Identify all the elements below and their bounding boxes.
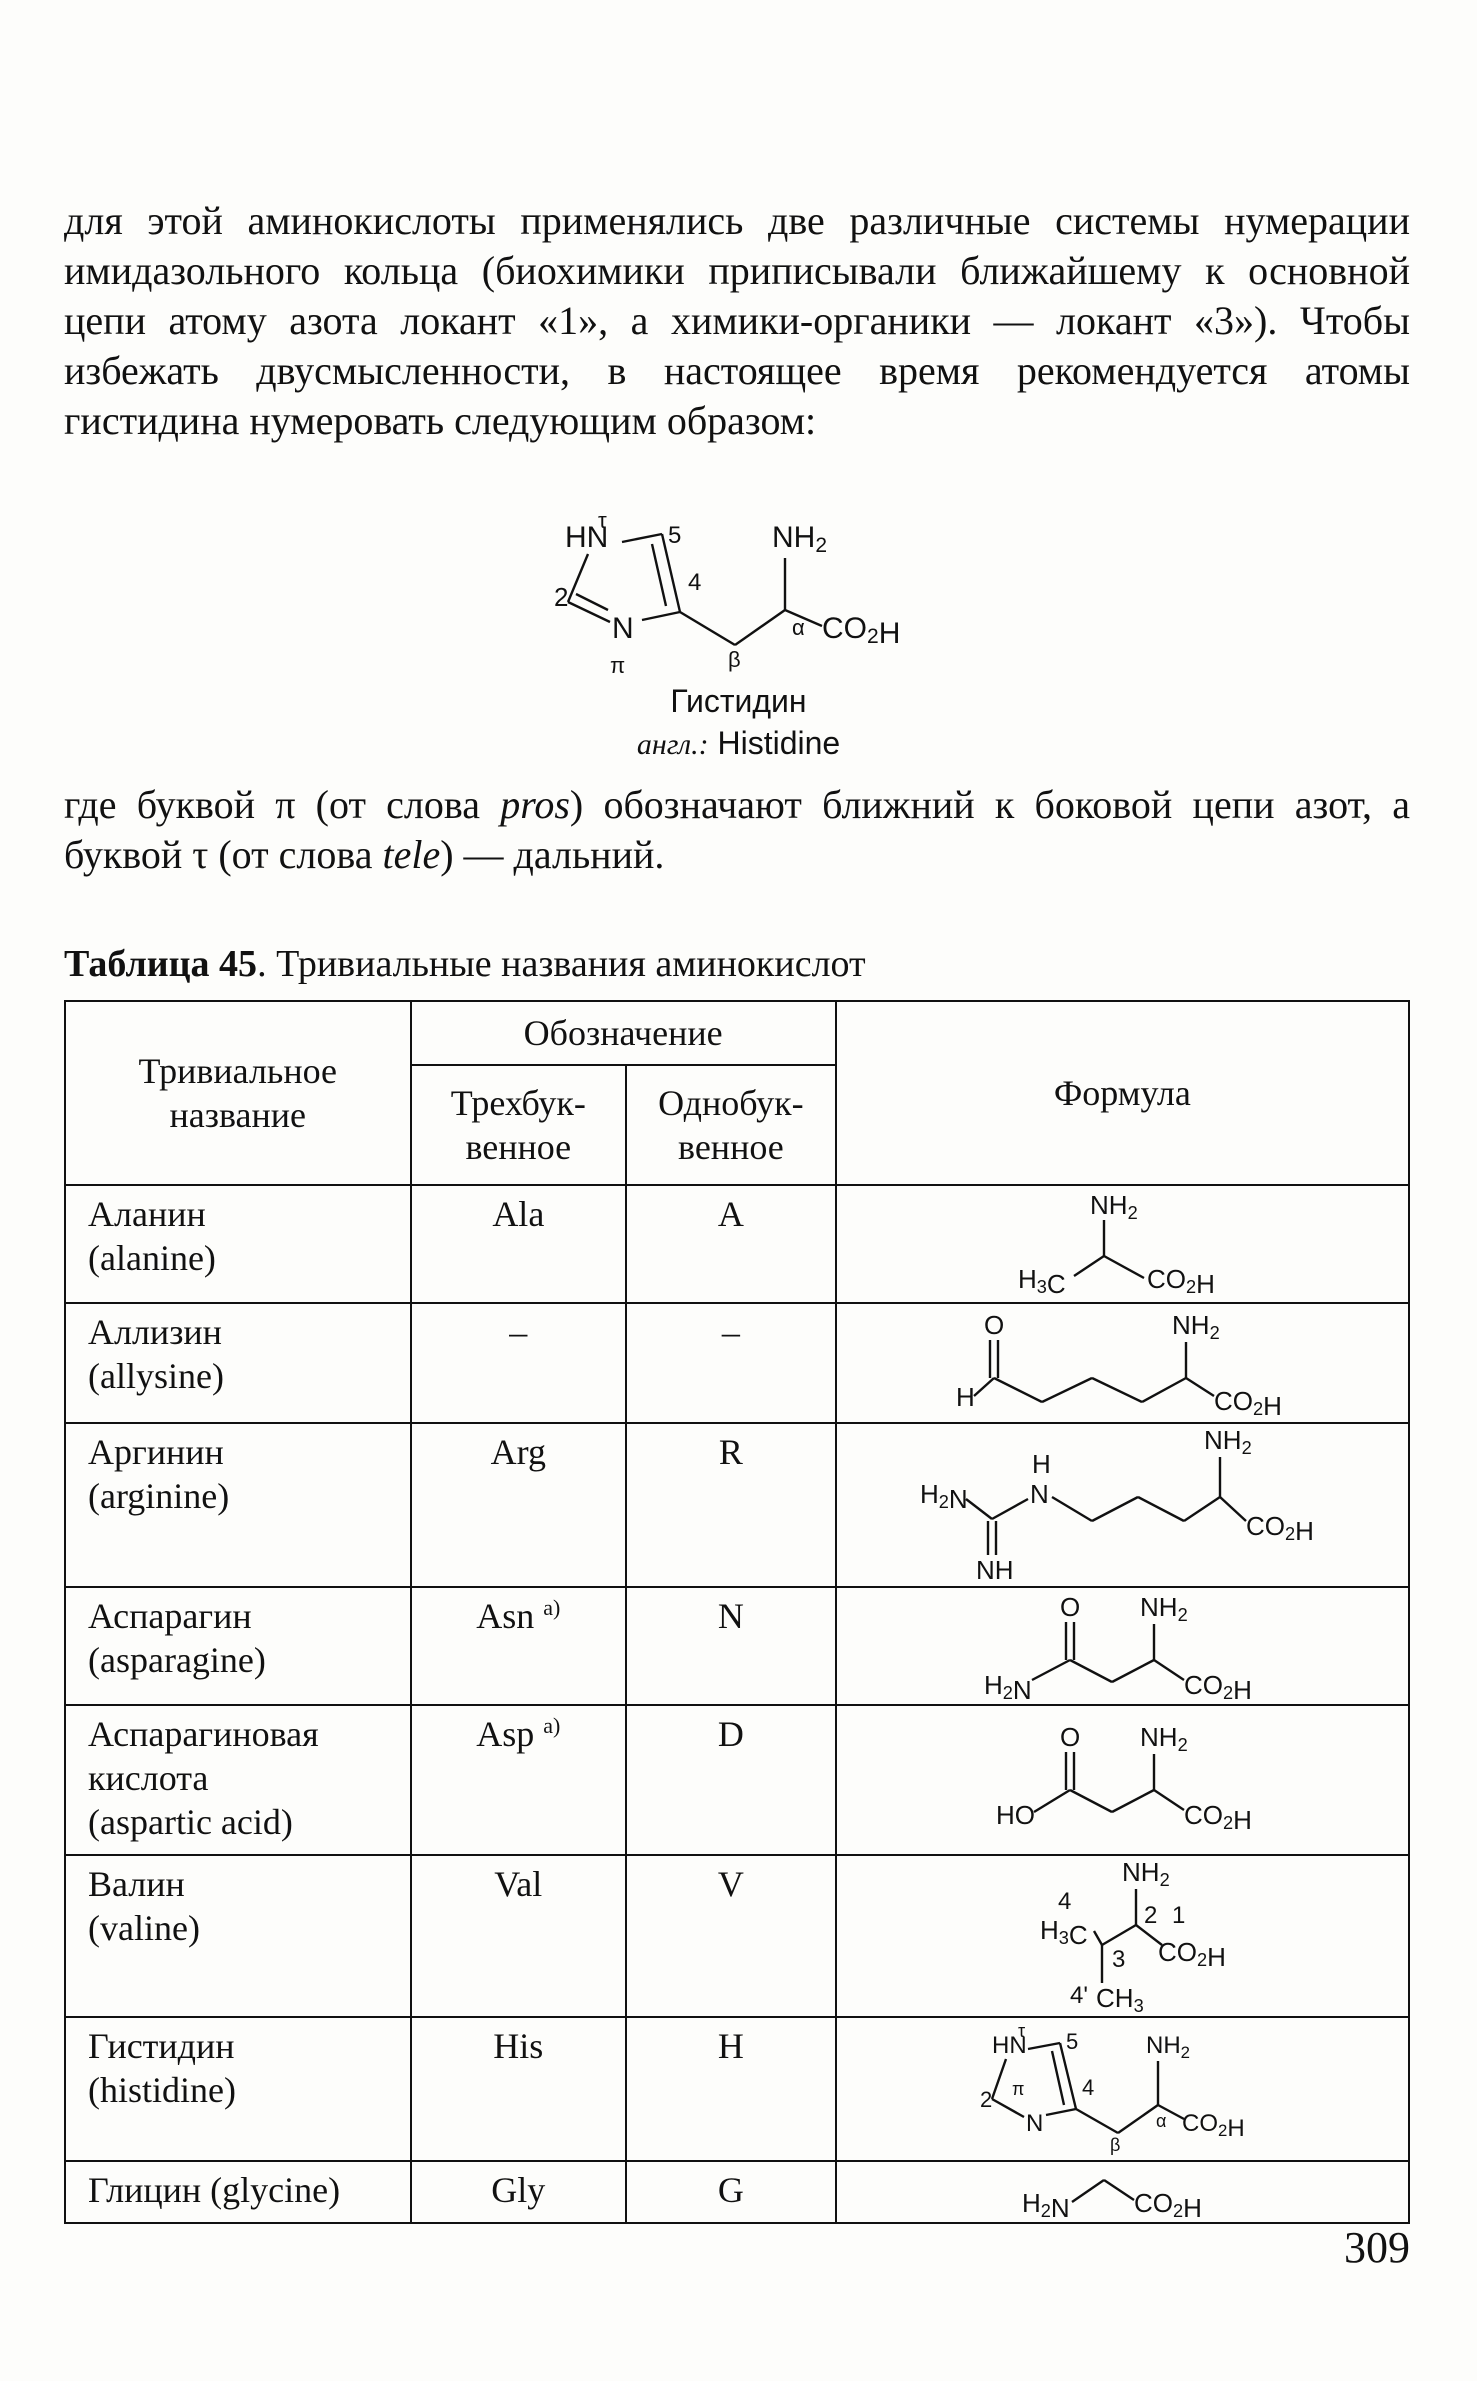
svg-text:2: 2 bbox=[1144, 1902, 1157, 1929]
header-trivial-name: Тривиальное название bbox=[64, 1000, 412, 1186]
svg-text:N: N bbox=[612, 612, 634, 645]
svg-text:NH2: NH2 bbox=[1146, 2032, 1190, 2062]
svg-text:N: N bbox=[1026, 2110, 1043, 2137]
svg-text:β: β bbox=[1110, 2135, 1120, 2155]
svg-text:NH2: NH2 bbox=[1140, 1592, 1188, 1625]
svg-text:NH2: NH2 bbox=[1140, 1722, 1188, 1755]
svg-text:CO2H: CO2H bbox=[1184, 1670, 1252, 1702]
svg-text:τ: τ bbox=[1018, 2021, 1025, 2041]
svg-text:HO: HO bbox=[996, 1800, 1035, 1830]
aspartic-acid-formula: O NH2 HO CO2H bbox=[996, 1722, 1252, 1835]
allysine-formula: O H NH2 CO2H bbox=[956, 1310, 1282, 1420]
histidine-structure: HN τ 5 4 2 N π β α NH2 CO2H bbox=[554, 510, 900, 678]
svg-text:CO2H: CO2H bbox=[1158, 1937, 1226, 1972]
table-row: Валин(valine) Val V NH2 4 H3C 2 1 3 CO2H… bbox=[64, 1854, 1411, 2018]
intro-paragraph: для этой аминокислоты применялись две ра… bbox=[64, 198, 1410, 443]
svg-text:O: O bbox=[984, 1310, 1004, 1340]
svg-text:O: O bbox=[1060, 1722, 1080, 1752]
svg-text:2: 2 bbox=[554, 582, 568, 612]
svg-text:2: 2 bbox=[980, 2087, 992, 2112]
svg-text:4: 4 bbox=[1082, 2075, 1094, 2100]
header-formula: Формула bbox=[834, 1000, 1411, 1186]
arginine-formula: NH2 H N H2N NH CO2H bbox=[920, 1425, 1314, 1585]
svg-text:CO2H: CO2H bbox=[1182, 2110, 1245, 2142]
svg-text:H3C: H3C bbox=[1040, 1915, 1088, 1950]
svg-text:CH3: CH3 bbox=[1096, 1983, 1144, 2015]
svg-text:NH2: NH2 bbox=[1090, 1190, 1138, 1223]
svg-text:CO2H: CO2H bbox=[1214, 1386, 1282, 1420]
svg-text:NH2: NH2 bbox=[772, 521, 827, 557]
svg-text:CO2H: CO2H bbox=[822, 612, 900, 650]
valine-formula: NH2 4 H3C 2 1 3 CO2H 4' CH3 bbox=[1040, 1857, 1226, 2015]
figure-name: Гистидин bbox=[670, 683, 807, 719]
header-one-letter: Однобук-венное bbox=[625, 1064, 837, 1186]
svg-text:NH2: NH2 bbox=[1204, 1425, 1252, 1458]
svg-text:NH2: NH2 bbox=[1122, 1857, 1170, 1890]
svg-text:5: 5 bbox=[1066, 2029, 1078, 2054]
table-row: Аргинин(arginine) Arg R NH2 H N H2N NH C… bbox=[64, 1422, 1411, 1588]
table-row: Аспарагин(asparagine) Asn а) N O NH2 H2N… bbox=[64, 1586, 1411, 1706]
table-row: Гистидин(histidine) His H HN τ 5 4 2 π N… bbox=[64, 2016, 1411, 2162]
amino-acid-table: Тривиальное название Обозначение Формула… bbox=[64, 1000, 1411, 2224]
english-prefix: англ.: bbox=[636, 728, 709, 761]
svg-text:1: 1 bbox=[1172, 1902, 1185, 1929]
asparagine-formula: O NH2 H2N CO2H bbox=[984, 1592, 1252, 1702]
english-name: Histidine bbox=[717, 725, 841, 761]
svg-text:H3C: H3C bbox=[1018, 1264, 1066, 1299]
glycine-formula: H2N CO2H bbox=[1022, 2179, 1202, 2220]
svg-text:H2N: H2N bbox=[1022, 2188, 1070, 2220]
svg-text:H2N: H2N bbox=[984, 1670, 1032, 1702]
table-row: Аллизин(allysine) – – O H NH2 CO2H bbox=[64, 1302, 1411, 1424]
svg-text:NH: NH bbox=[976, 1555, 1014, 1585]
svg-text:4: 4 bbox=[688, 569, 701, 596]
svg-text:τ: τ bbox=[598, 510, 607, 533]
header-designation: Обозначение bbox=[409, 1000, 837, 1066]
svg-text:H: H bbox=[1032, 1449, 1051, 1479]
svg-text:β: β bbox=[728, 647, 741, 672]
histidine-formula: HN τ 5 4 2 π N β α NH2 CO2H bbox=[980, 2021, 1245, 2155]
svg-text:H2N: H2N bbox=[920, 1479, 968, 1514]
second-paragraph: где буквой π (от слова pros) обозначают … bbox=[64, 782, 1410, 877]
page-number: 309 bbox=[1344, 2223, 1410, 2272]
alanine-formula: NH2 H3C CO2H bbox=[1018, 1190, 1215, 1299]
header-three-letter: Трехбук-венное bbox=[409, 1064, 628, 1186]
svg-text:HN: HN bbox=[992, 2032, 1027, 2059]
svg-text:α: α bbox=[1156, 2111, 1166, 2131]
table-row: Аспарагиновая кислота(aspartic acid) Asp… bbox=[64, 1704, 1411, 1856]
svg-text:π: π bbox=[610, 653, 625, 678]
svg-text:4: 4 bbox=[1058, 1888, 1071, 1915]
atom-hn: HN bbox=[565, 521, 608, 554]
table-row: Глицин (glycine) Gly G H2N CO2H bbox=[64, 2160, 1411, 2224]
svg-text:NH2: NH2 bbox=[1172, 1310, 1220, 1343]
svg-text:CO2H: CO2H bbox=[1246, 1511, 1314, 1546]
figure-caption: Гистидин англ.: Histidine bbox=[0, 680, 1477, 766]
table-caption: Таблица 45. Тривиальные названия аминоки… bbox=[64, 943, 866, 985]
svg-text:3: 3 bbox=[1112, 1946, 1125, 1973]
svg-text:π: π bbox=[1012, 2079, 1024, 2099]
svg-text:O: O bbox=[1060, 1592, 1080, 1622]
svg-text:N: N bbox=[1030, 1479, 1049, 1509]
svg-text:CO2H: CO2H bbox=[1147, 1264, 1215, 1299]
svg-text:α: α bbox=[792, 615, 805, 640]
svg-text:H: H bbox=[956, 1382, 975, 1412]
svg-text:CO2H: CO2H bbox=[1184, 1800, 1252, 1835]
svg-text:4': 4' bbox=[1070, 1982, 1088, 2009]
table-row: Аланин(alanine) Ala A NH2 H3C CO2H bbox=[64, 1184, 1411, 1304]
svg-text:5: 5 bbox=[668, 522, 681, 549]
svg-text:CO2H: CO2H bbox=[1134, 2188, 1202, 2220]
